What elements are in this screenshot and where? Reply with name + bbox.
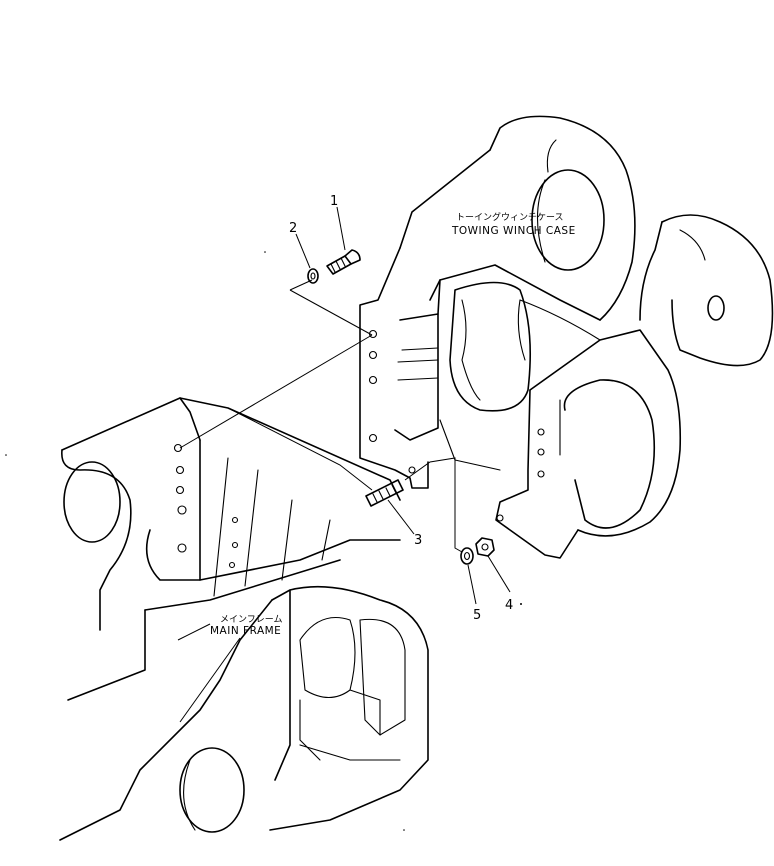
- washer-part: [307, 268, 319, 284]
- speck: [264, 251, 266, 253]
- main-frame: [59, 397, 429, 841]
- speck: [403, 829, 405, 831]
- speck: [5, 454, 7, 456]
- main-frame-label-jp: メインフレーム: [220, 614, 282, 625]
- callout-2: 2: [289, 221, 297, 236]
- callout-5: 5: [473, 608, 481, 623]
- callout-3: 3: [414, 533, 422, 548]
- callout-4: 4: [505, 598, 513, 613]
- stud-part: [365, 479, 404, 507]
- nut-part: [475, 537, 495, 557]
- assembly-lines: [177, 206, 511, 723]
- towing-winch-case-label: TOWING WINCH CASE: [451, 225, 576, 237]
- towing-winch-case-label-jp: トーイングウィンチケース: [456, 211, 564, 223]
- washer-part-2: [460, 547, 474, 565]
- towing-winch-case: [359, 115, 774, 559]
- main-frame-label: MAIN FRAME: [210, 625, 281, 637]
- callout-1: 1: [330, 194, 338, 209]
- dot-mark: [520, 603, 522, 605]
- bolt-part: [326, 249, 361, 275]
